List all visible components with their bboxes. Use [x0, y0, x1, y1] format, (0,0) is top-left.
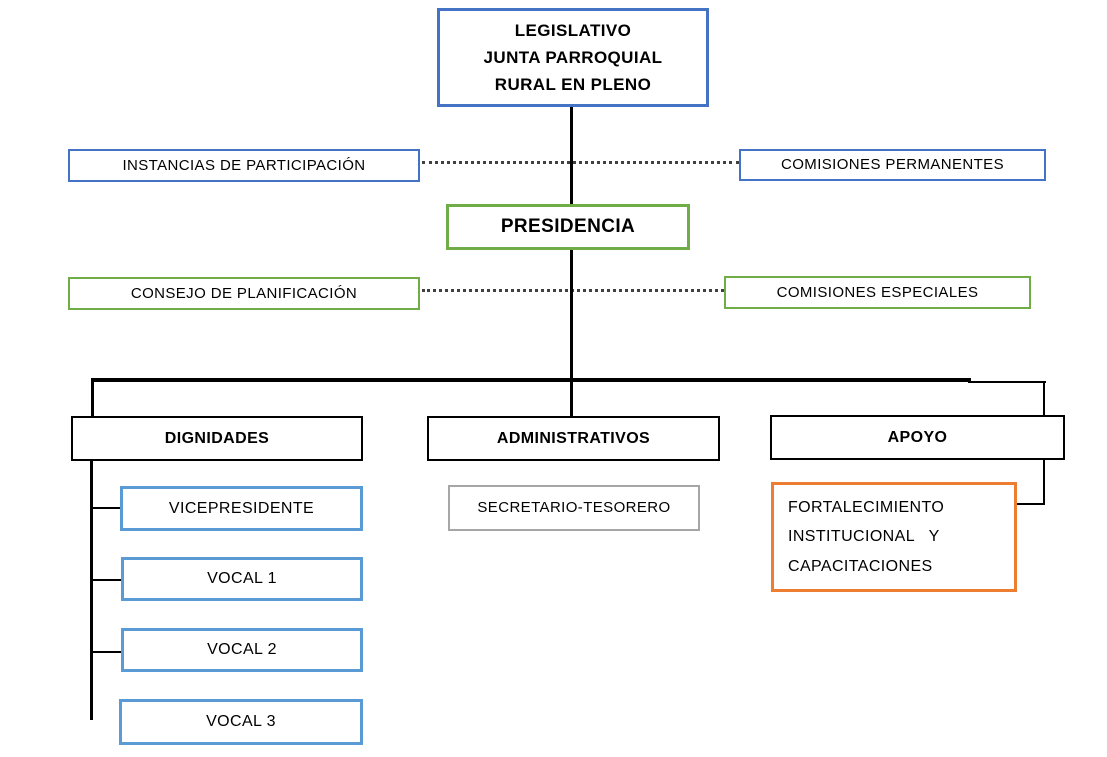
node-vocal-2: VOCAL 2 — [121, 628, 363, 672]
node-administrativos: ADMINISTRATIVOS — [427, 416, 720, 461]
node-comisiones-permanentes: COMISIONES PERMANENTES — [739, 149, 1046, 181]
node-vocal-3: VOCAL 3 — [119, 699, 363, 745]
connector-stub-vocal-1 — [93, 579, 121, 581]
connector-apoyo-down — [1043, 459, 1045, 505]
node-vocal-1: VOCAL 1 — [121, 557, 363, 601]
node-presidencia: PRESIDENCIA — [446, 204, 690, 250]
connector-presidencia-trunk — [570, 250, 573, 417]
connector-stub-vocal-2 — [93, 651, 121, 653]
connector-stub-vicepresidente — [93, 507, 120, 509]
node-comisiones-especiales: COMISIONES ESPECIALES — [724, 276, 1031, 309]
node-instancias-participacion: INSTANCIAS DE PARTICIPACIÓN — [68, 149, 420, 182]
dotted-connector-consejo-especiales — [422, 289, 724, 292]
connector-legislativo-presidencia — [570, 107, 573, 204]
node-dignidades: DIGNIDADES — [71, 416, 363, 461]
node-fortalecimiento: FORTALECIMIENTO INSTITUCIONAL Y CAPACITA… — [771, 482, 1017, 592]
connector-drop-apoyo — [1043, 382, 1045, 415]
connector-horizontal-step-right — [968, 381, 1046, 383]
node-consejo-planificacion: CONSEJO DE PLANIFICACIÓN — [68, 277, 420, 310]
connector-drop-dignidades — [91, 380, 94, 417]
node-vicepresidente: VICEPRESIDENTE — [120, 486, 363, 531]
node-apoyo: APOYO — [770, 415, 1065, 460]
node-legislativo: LEGISLATIVO JUNTA PARROQUIAL RURAL EN PL… — [437, 8, 709, 107]
connector-dignidades-spine — [90, 460, 93, 720]
connector-horizontal-bar — [91, 378, 971, 382]
connector-elbow-fortalecimiento — [1016, 503, 1045, 505]
node-secretario-tesorero: SECRETARIO-TESORERO — [448, 485, 700, 531]
dotted-connector-instancias-permanentes — [422, 161, 739, 164]
